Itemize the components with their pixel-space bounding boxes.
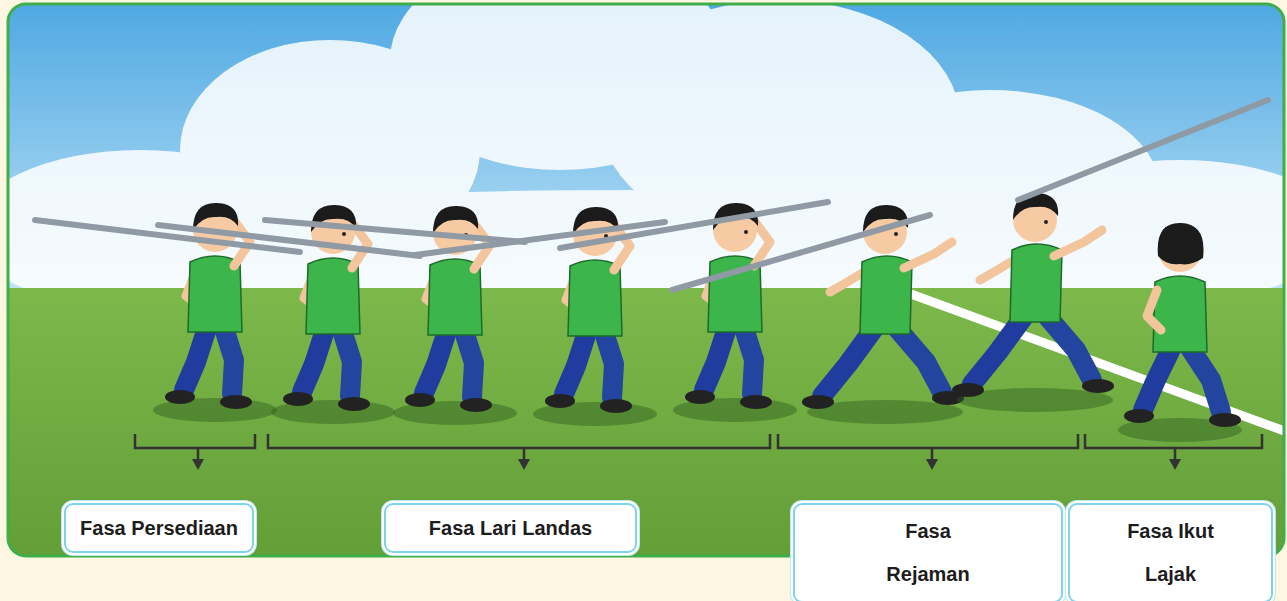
- javelins: [35, 100, 1268, 290]
- bracket-arrowheads: [192, 459, 1181, 470]
- phase-label: Fasa Ikut Lajak: [1111, 510, 1231, 596]
- phase-label: Fasa Persediaan: [80, 516, 238, 540]
- scenery: [8, 4, 1284, 556]
- phase-label: Fasa Lari Landas: [429, 516, 592, 540]
- phase-label-box: Fasa Lari Landas: [384, 503, 637, 553]
- panel-border: [8, 4, 1284, 556]
- phase-label-box: Fasa Ikut Lajak: [1068, 503, 1273, 601]
- boy-figure: [1118, 223, 1242, 442]
- boy-figure: [673, 203, 797, 422]
- phase-brackets: [135, 434, 1262, 460]
- phase-label-box: Fasa Rejaman: [793, 503, 1063, 601]
- boy-figure: [952, 193, 1114, 412]
- boy-figure: [802, 205, 964, 424]
- phase-label: Fasa Rejaman: [873, 510, 983, 596]
- phase-label-box: Fasa Persediaan: [64, 503, 254, 553]
